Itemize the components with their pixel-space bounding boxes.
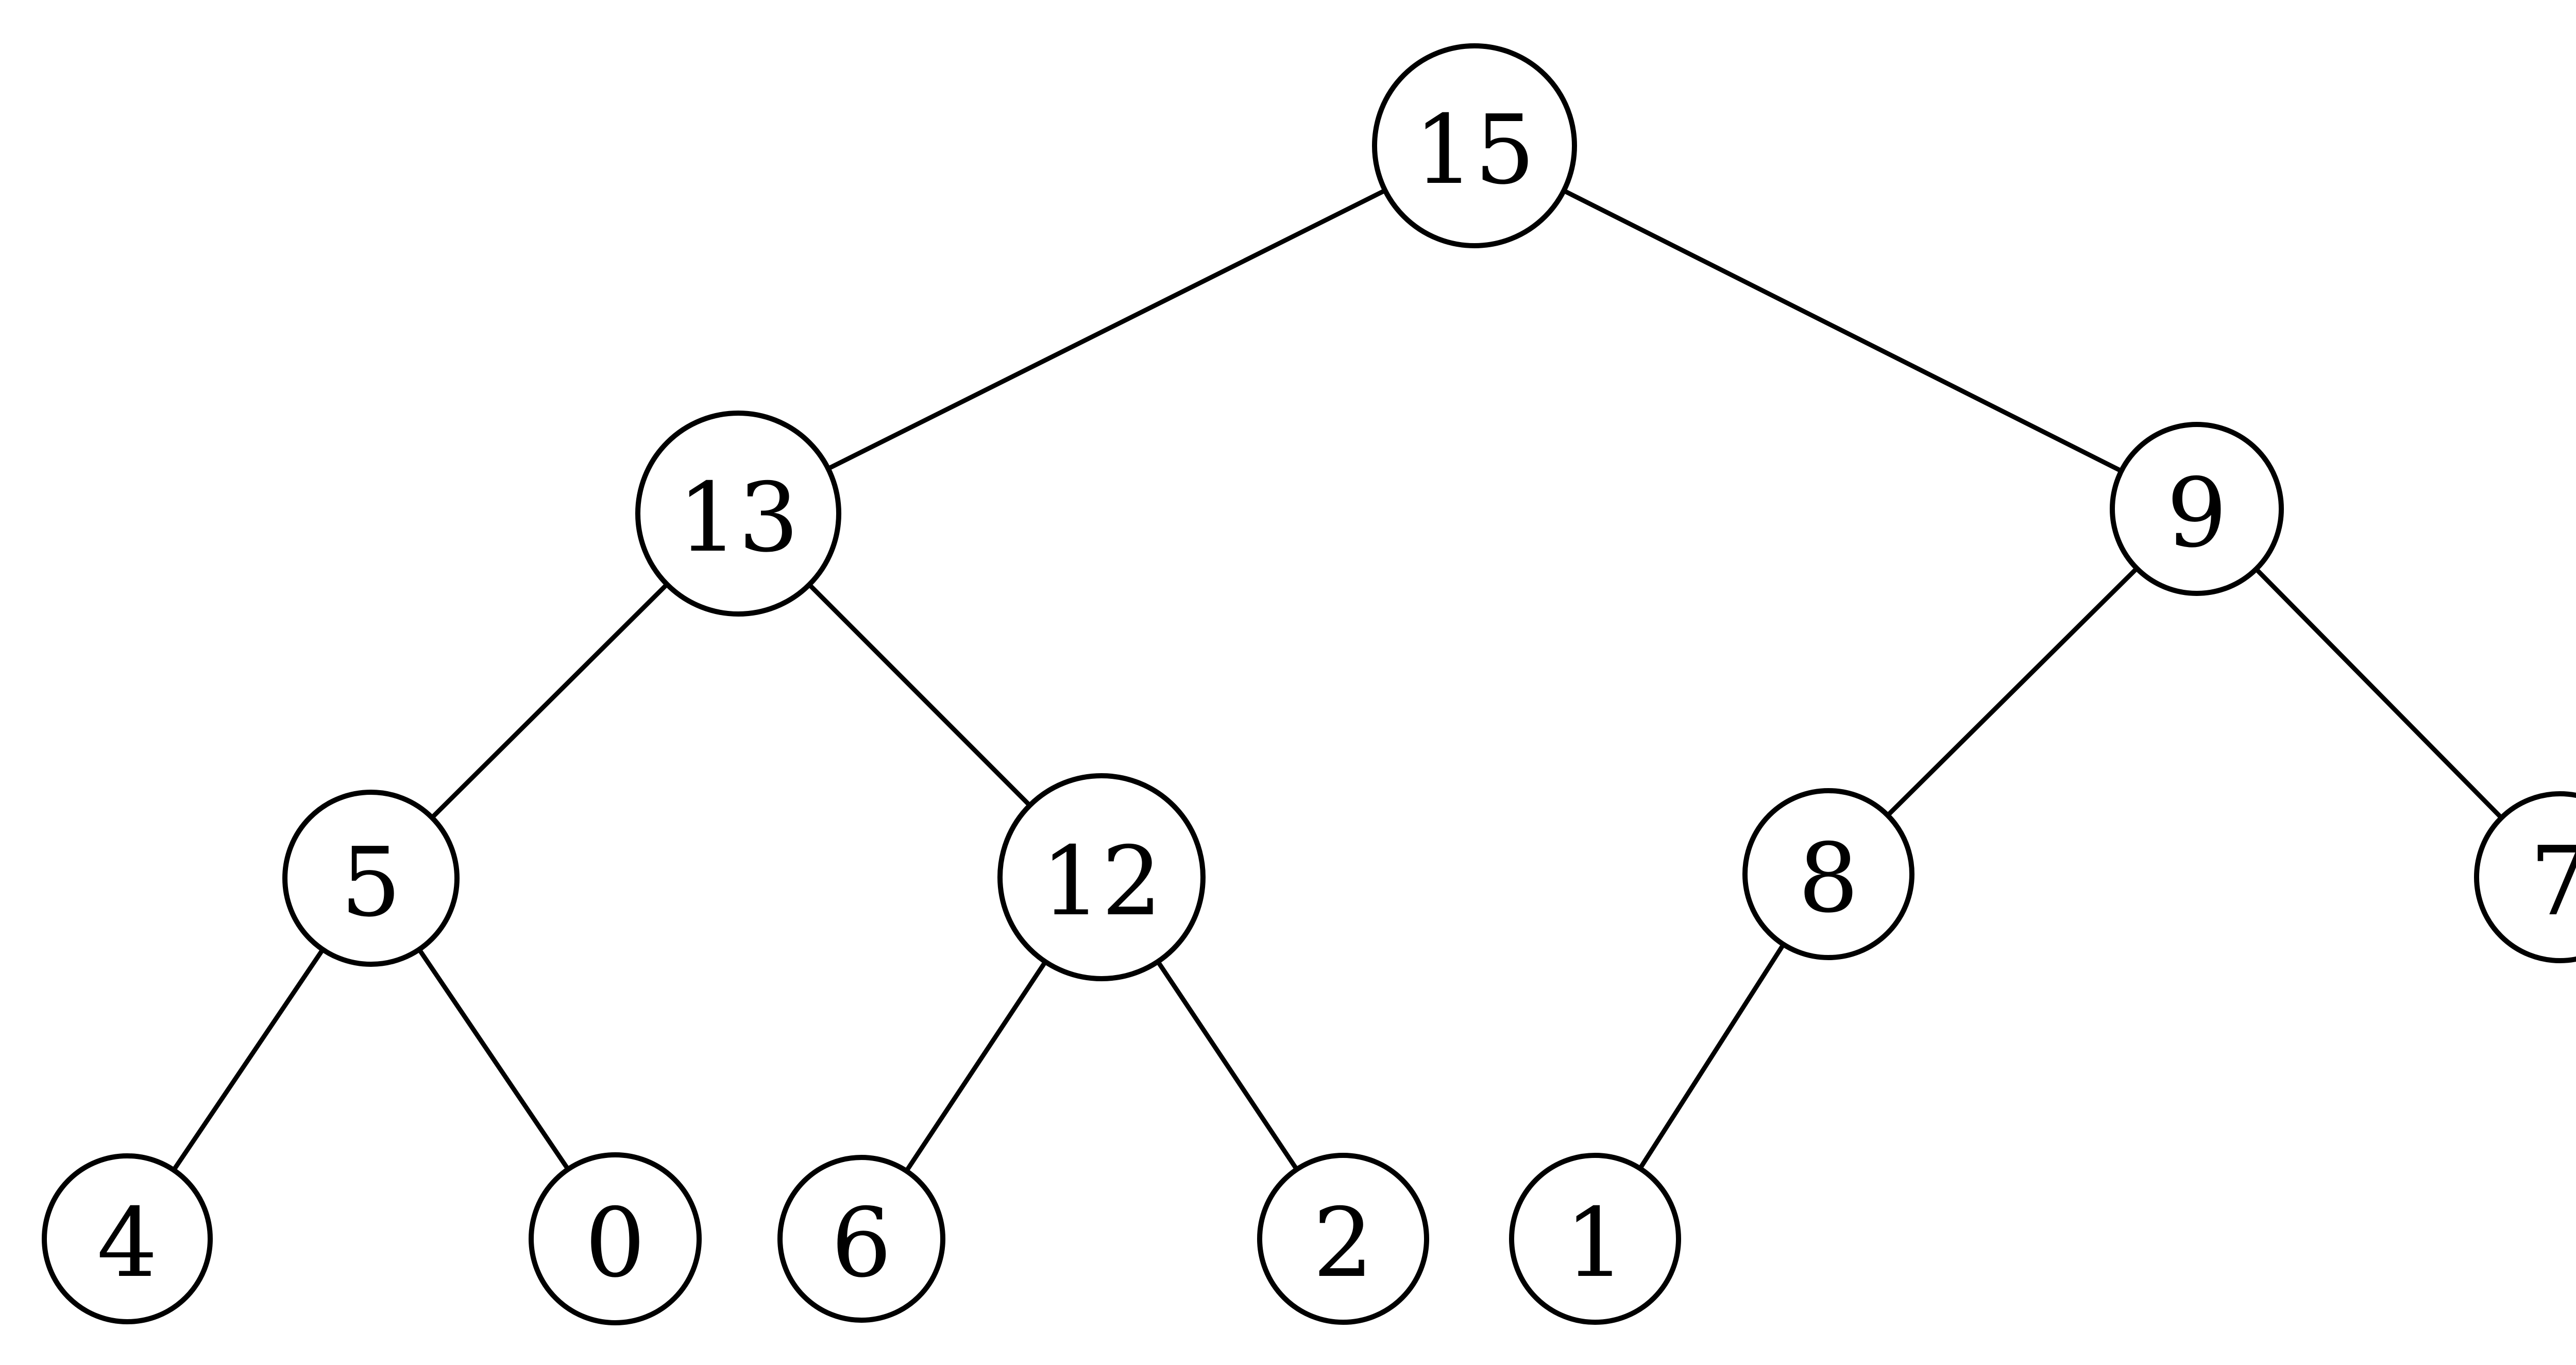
node-label-2: 2 [1313,1187,1374,1299]
node-label-13: 13 [677,462,799,573]
node-layer: 15 13 9 5 12 8 7 4 0 6 2 1 [42,43,2576,1325]
tree-node-0: 0 [529,1152,702,1325]
node-circle-2 [1257,1153,1429,1325]
tree-node-13: 13 [635,411,841,617]
node-label-9: 9 [2166,457,2227,569]
tree-node-12: 12 [997,773,1206,981]
node-label-7: 7 [2530,826,2576,937]
tree-node-9: 9 [2110,422,2284,596]
tree-edge-15-13 [736,143,1477,516]
node-label-4: 4 [97,1187,158,1299]
tree-node-8: 8 [1742,788,1914,960]
node-circle-5 [282,790,460,967]
node-circle-9 [2110,422,2284,596]
tree-node-7: 7 [2474,791,2576,963]
node-circle-8 [1742,788,1914,960]
node-circle-6 [777,1155,945,1323]
node-circle-1 [1509,1153,1681,1325]
tree-node-15: 15 [1372,43,1577,248]
node-circle-12 [997,773,1206,981]
node-label-0: 0 [585,1187,646,1299]
node-label-12: 12 [1041,826,1162,937]
tree-node-2: 2 [1257,1153,1429,1325]
edge-layer [125,143,2563,1241]
node-circle-15 [1372,43,1577,248]
node-circle-7 [2474,791,2576,963]
tree-node-5: 5 [282,790,460,967]
node-circle-13 [635,411,841,617]
tree-node-1: 1 [1509,1153,1681,1325]
node-label-6: 6 [831,1187,892,1299]
tree-edge-15-9 [1472,143,2199,511]
node-label-1: 1 [1565,1187,1625,1299]
node-label-8: 8 [1798,823,1859,934]
node-circle-0 [529,1152,702,1325]
node-circle-4 [42,1153,213,1324]
node-label-15: 15 [1414,94,1535,206]
tree-node-6: 6 [777,1155,945,1323]
tree-node-4: 4 [42,1153,213,1324]
node-label-5: 5 [341,827,401,938]
